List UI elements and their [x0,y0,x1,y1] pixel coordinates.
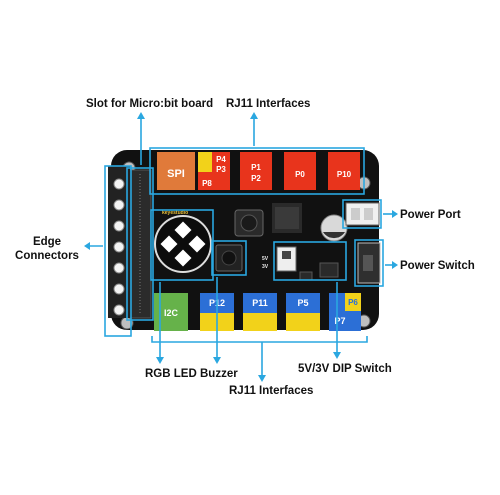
edge-connector-hole [113,241,125,253]
port-label-spi: SPI [167,168,185,180]
edge-connector-hole [113,178,125,190]
rj11-bottom-row: I2C P12 P11 P5 P6 P7 [154,293,361,331]
callout-lines [86,117,396,380]
small-chip [319,262,339,278]
rj11-bottom-label: RJ11 Interfaces [229,385,314,397]
slot-frame [126,167,154,321]
power-switch-frame [354,239,384,287]
buzzer-label: Buzzer [200,368,238,380]
rj11-bottom-frame [151,336,368,343]
dip-mark-5v: 5V [262,256,269,262]
power-port-label: Power Port [400,209,461,221]
small-chip [299,271,313,281]
power-port-frame [342,199,382,229]
power-switch-label: Power Switch [400,260,475,272]
port-label-p0: P0 [295,170,305,179]
edge-connector-hole [113,304,125,316]
callout-arrows [84,112,398,382]
rgb-led [154,215,212,273]
edge-connector-hole [113,199,125,211]
edge-connector-hole [113,220,125,232]
edge-connectors-line2: Connectors [15,250,79,262]
dip-switch: 5V 3V [262,246,297,272]
rj11-port-p5 [286,293,320,313]
edge-connectors [108,166,130,318]
port-label-i2c: I2C [164,308,179,318]
rgb-led-frame [150,209,214,281]
edge-connectors-label: Edge Connectors [12,235,82,263]
brand-mark: keyestudio [162,210,188,216]
rj11-top-frame [149,147,365,195]
dip-mark-3v: 3V [262,264,269,270]
edge-connector-hole [113,262,125,274]
port-label-p3: P3 [216,165,226,174]
port-label-p7: P7 [334,316,345,326]
power-switch [357,242,381,284]
dip-switch-frame [273,241,347,281]
port-label-p2: P2 [251,174,261,183]
capacitor [320,214,348,242]
port-label-p6: P6 [348,298,358,307]
slot-label: Slot for Micro:bit board [86,98,214,110]
port-label-p1: P1 [251,163,261,172]
rj11-port-spi [157,152,195,190]
buzzer-frame [211,240,247,276]
port-label-p4: P4 [216,155,226,164]
rj11-port-p10 [328,152,360,190]
rj11-top-row: SPI P4 P3 P8 P1 P2 P0 P10 [157,152,360,190]
edge-connector-hole [113,283,125,295]
edge-connectors-frame [104,165,132,337]
edge-connectors-line1: Edge [32,236,62,248]
rj11-port-p11 [243,293,277,313]
port-label-p10: P10 [337,170,352,179]
expansion-board [111,150,379,330]
rj11-top-label: RJ11 Interfaces [226,98,311,110]
dip-switch-label: 5V/3V DIP Switch [298,363,392,375]
rgb-led-label: RGB LED [145,368,197,380]
port-label-p5: P5 [297,298,308,308]
rj11-port-p1-p2 [240,152,272,190]
port-label-p8: P8 [202,179,212,188]
port-label-p11: P11 [252,298,268,308]
power-port [345,202,380,226]
rj11-port-p0 [284,152,316,190]
